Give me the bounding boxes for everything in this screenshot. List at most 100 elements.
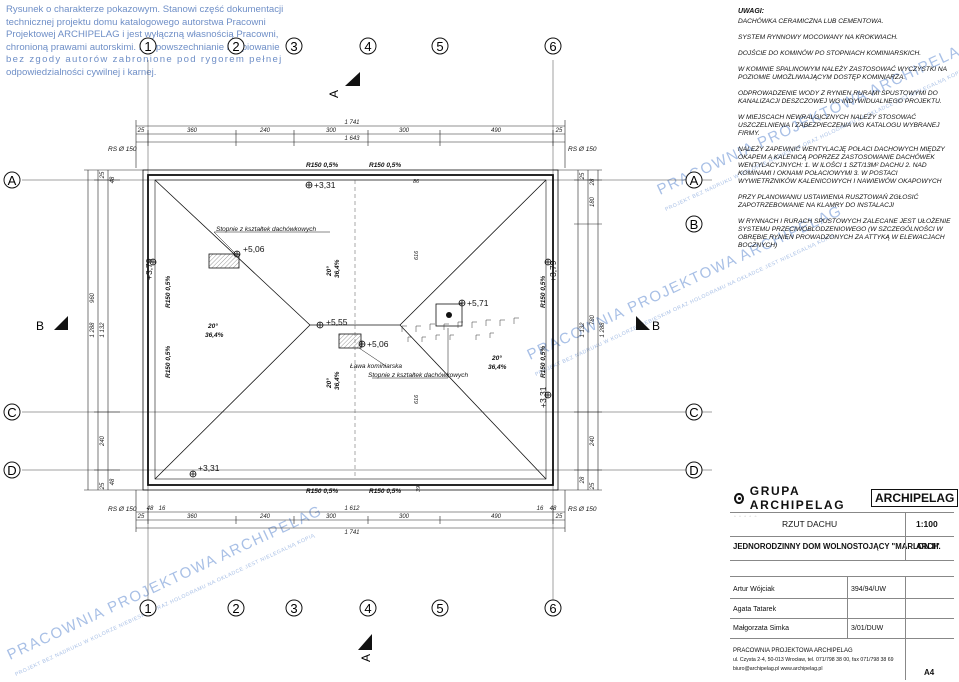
section-arrow-bottom	[358, 634, 372, 650]
dim-text: 616	[414, 394, 420, 404]
field-caption: ▫ ▫ ▫ ▫ ▫	[734, 514, 758, 520]
sheet-size: A4	[924, 668, 935, 677]
divider	[730, 512, 954, 513]
slope-pct: 36,4%	[334, 259, 341, 278]
divider	[730, 576, 954, 577]
disclaimer-line: technicznej projektu domu katalogowego a…	[6, 16, 266, 28]
dim-text: 1 643	[344, 136, 360, 142]
axis-marker-top: 5	[431, 37, 449, 55]
drawing-title: RZUT DACHU	[782, 519, 838, 529]
axis-label: 1	[144, 39, 151, 54]
axis-label: 3	[290, 601, 297, 616]
axis-label: A	[8, 173, 17, 188]
section-arrow-right	[636, 316, 650, 330]
label-steps: Stopnie z kształtek dachówkowych	[216, 226, 316, 233]
axis-marker-top: 1	[139, 37, 157, 55]
dimension-right: 25 28 180 1 132 780 1 288 240 28 25	[553, 169, 606, 490]
divider	[730, 598, 954, 599]
step-tiles	[401, 317, 519, 342]
axis-marker-top: 3	[285, 37, 303, 55]
slope-deg: 20°	[325, 378, 333, 389]
axis-label: D	[7, 463, 16, 478]
label-bench: Ława kominiarska	[350, 363, 402, 370]
level-value: +5,06	[367, 339, 389, 349]
note-item: SYSTEM RYNNOWY MOCOWANY NA KROKWIACH.	[738, 34, 898, 41]
axis-label: 3	[290, 39, 297, 54]
axis-marker-right: A	[685, 171, 703, 189]
axis-marker-left: A	[3, 171, 21, 189]
note-item: W RYNNACH I RURACH SPUSTOWYCH ZALECANE J…	[738, 218, 951, 249]
downpipe-label: RS Ø 150	[108, 506, 137, 513]
dim-text: 16	[537, 506, 544, 512]
note-item: W MIEJSCACH NEWRALGICZNYCH NALEŻY STOSOW…	[738, 114, 940, 137]
chimney-block	[208, 253, 240, 269]
dim-text: 360	[187, 128, 198, 134]
axis-marker-bottom: 4	[359, 599, 377, 617]
slope-deg: 20°	[325, 266, 333, 277]
section-arrow-top	[345, 72, 360, 86]
axis-marker-left: C	[3, 403, 21, 421]
slope-deg: 20°	[491, 354, 502, 362]
slope-labels: 20° 36,4% 20° 36,4% 20° 36,4% 20° 36,4%	[205, 259, 507, 390]
roof-outline	[142, 169, 559, 491]
slope-pct: 36,4%	[488, 364, 507, 371]
axis-marker-top: 2	[227, 37, 245, 55]
dim-text: 25	[590, 482, 596, 490]
ridge-and-hips	[154, 179, 547, 480]
dim-text: 240	[100, 435, 106, 447]
dim-text: 300	[326, 514, 337, 520]
person-name: Małgorzata Simka	[733, 625, 790, 632]
note-item: DACHÓWKA CERAMICZNA LUB CEMENTOWA.	[738, 18, 884, 25]
dim-text: 25	[580, 172, 586, 180]
dim-text: 960	[90, 292, 96, 303]
slope-pct: 36,4%	[205, 332, 224, 339]
dim-text: 25	[137, 514, 145, 520]
note-item: PRZY PLANOWANIU USTAWIENIA RUSZTOWAŃ ZGŁ…	[738, 194, 919, 209]
leader-lines	[213, 231, 449, 379]
downpipe-label: RS Ø 150	[568, 506, 597, 513]
element-labels: Stopnie z kształtek dachówkowych Ława ko…	[216, 226, 468, 379]
axis-label: 2	[232, 39, 239, 54]
dim-text: 25	[555, 514, 563, 520]
axis-label: 5	[436, 601, 443, 616]
axis-marker-bottom: 5	[431, 599, 449, 617]
dim-text: 48	[110, 478, 116, 485]
axis-marker-right: B	[685, 215, 703, 233]
dim-text: 28	[590, 178, 596, 186]
axis-label: C	[7, 405, 16, 420]
dim-text: 48	[147, 506, 154, 512]
downpipe-labels: RS Ø 150 RS Ø 150 RS Ø 150 RS Ø 150	[108, 146, 597, 513]
office-name: PRACOWNIA PROJEKTOWA ARCHIPELAG	[733, 648, 853, 654]
mid-dimensions: 86 616 616 39	[413, 179, 422, 492]
column-axis-markers: 1 2 3 4 5 6 1 2 3 4 5 6	[139, 37, 562, 617]
axis-marker-top: 6	[544, 37, 562, 55]
axis-marker-bottom: 1	[139, 599, 157, 617]
watermark-main: PRACOWNIA PROJEKTOWA ARCHIPELAG	[5, 502, 326, 664]
divider	[730, 536, 954, 537]
row-axis-markers: A C D A B C D	[3, 171, 703, 479]
dimension-top: 1 741 25 360 240 300 300 490 25 1 643	[135, 120, 566, 168]
axis-label: 1	[144, 601, 151, 616]
discipline: ARCH.	[916, 542, 941, 551]
section-arrow-left	[54, 316, 68, 330]
dim-text: 1 288	[90, 322, 96, 338]
person-number: 394/94/UW	[851, 586, 887, 593]
axis-marker-right: C	[685, 403, 703, 421]
gutter-label: R150 0,5%	[369, 162, 401, 169]
axis-label: C	[689, 405, 698, 420]
dim-text: 240	[590, 435, 596, 447]
note-item: W KOMINIE SPALINOWYM NALEŻY ZASTOSOWAĆ W…	[738, 66, 947, 81]
level-value: +3,31	[538, 386, 548, 408]
person-name: Agata Tatarek	[733, 606, 777, 613]
project-name: JEDNORODZINNY DOM WOLNOSTOJĄCY "MARLON I…	[733, 542, 940, 551]
person-number: 3/01/DUW	[851, 625, 884, 632]
downpipe-label: RS Ø 150	[568, 146, 597, 153]
dim-text: 180	[590, 196, 596, 207]
dim-text: 490	[491, 514, 502, 520]
dimension-bottom: 48 16 1 612 16 48 25 360 240 300 300 490…	[135, 490, 566, 536]
dim-text: 39	[416, 486, 422, 492]
note-item: ODPROWADZENIE WODY Z RYNIEN RURAMI SPUST…	[738, 90, 942, 105]
office-web: biuro@archipelag.pl www.archipelag.pl	[733, 666, 823, 672]
level-markers	[149, 181, 552, 478]
slope-pct: 36,4%	[334, 371, 341, 390]
